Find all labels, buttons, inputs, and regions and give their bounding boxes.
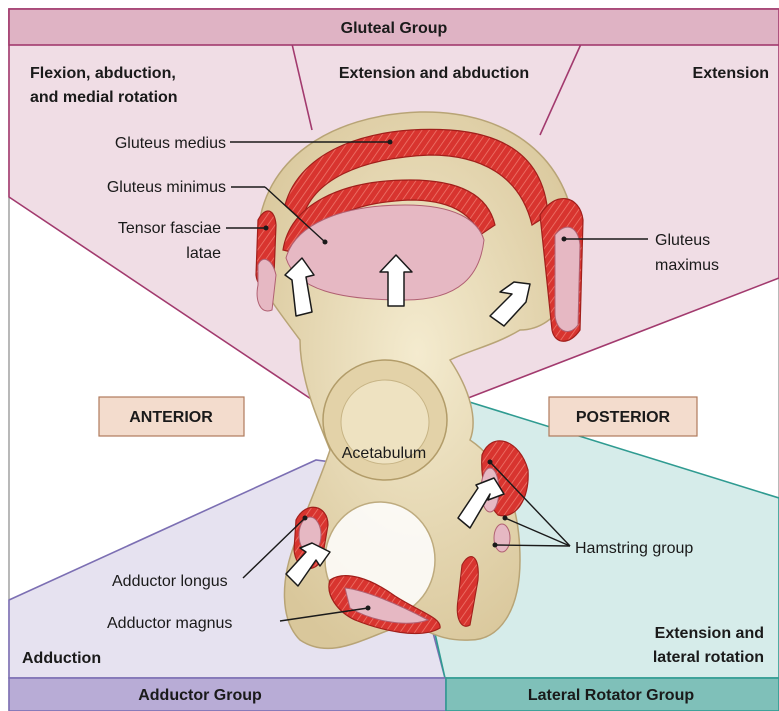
acetabulum-label: Acetabulum [342,445,427,462]
anterior-label: ANTERIOR [129,409,213,426]
action-middle: Extension and abduction [339,65,529,82]
gluteus-minimus-label: Gluteus minimus [107,179,226,196]
lateral-action-line1: Extension and [655,625,764,642]
gluteus-maximus-label-line2: maximus [655,257,719,274]
adduction-label: Adduction [22,650,101,667]
posterior-label: POSTERIOR [576,409,671,426]
gluteus-medius-label: Gluteus medius [115,135,226,152]
tensor-insertion [257,259,276,311]
hamstring-insertion-2 [494,524,510,552]
tensor-label-line1: Tensor fasciae [118,220,221,237]
adductor-magnus-label: Adductor magnus [107,615,232,632]
adductor-longus-label: Adductor longus [112,573,228,590]
action-left-line2: and medial rotation [30,89,178,106]
tensor-label-line2: latae [186,245,221,262]
action-right: Extension [693,65,769,82]
gluteus-maximus-insertion [555,227,580,331]
action-left-line1: Flexion, abduction, [30,65,176,82]
header-title: Gluteal Group [341,20,448,37]
lateral-action-line2: lateral rotation [653,649,764,666]
hamstring-label: Hamstring group [575,540,693,557]
lateral-rotator-group-label: Lateral Rotator Group [528,687,694,704]
adductor-group-label: Adductor Group [138,687,262,704]
gluteus-maximus-label-line1: Gluteus [655,232,710,249]
